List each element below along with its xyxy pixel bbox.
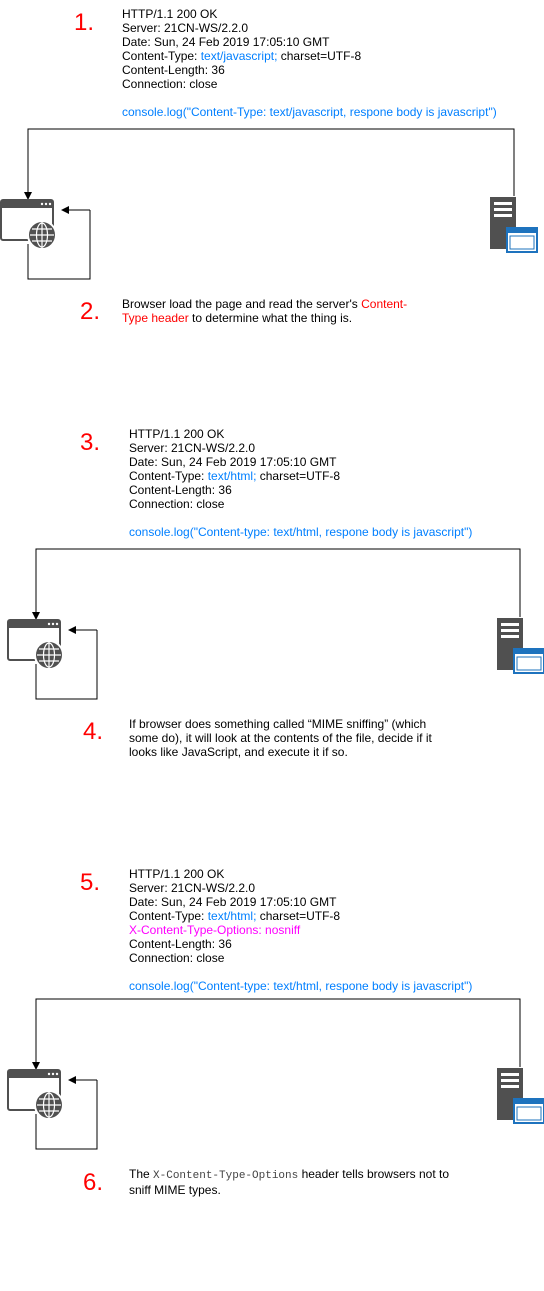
browser-self-loop-arrow xyxy=(35,630,98,700)
server-header: Server: 21CN-WS/2.2.0 xyxy=(129,441,256,455)
content-type-header: Content-Type: text/html; charset=UTF-8 xyxy=(129,909,341,923)
server-to-browser-arrow xyxy=(32,548,521,620)
server-to-browser-arrow xyxy=(32,998,521,1070)
server-window-icon xyxy=(513,1098,544,1124)
content-length-header: Content-Length: 36 xyxy=(129,937,232,951)
step-number-2: 2. xyxy=(80,298,101,325)
connection-header: Connection: close xyxy=(129,497,225,511)
browser-globe-icon xyxy=(7,619,64,670)
content-type-value: text/javascript; xyxy=(200,49,278,63)
step-number-4: 4. xyxy=(83,718,104,745)
server-window-icon xyxy=(513,648,544,674)
content-type-header: Content-Type: text/html; charset=UTF-8 xyxy=(129,469,341,483)
x-content-type-options-code: X-Content-Type-Options xyxy=(153,1170,299,1182)
status-line: HTTP/1.1 200 OK xyxy=(122,7,218,21)
browser-globe-icon xyxy=(7,1069,64,1120)
http-response-5: HTTP/1.1 200 OK Server: 21CN-WS/2.2.0 Da… xyxy=(129,867,472,993)
browser-globe-icon xyxy=(0,199,57,250)
content-length-header: Content-Length: 36 xyxy=(122,63,225,77)
connection-header: Connection: close xyxy=(129,951,225,965)
nosniff-header: X-Content-Type-Options: nosniff xyxy=(129,923,301,937)
status-line: HTTP/1.1 200 OK xyxy=(129,867,225,881)
content-type-header-highlight: Content-Type header xyxy=(122,297,408,325)
server-window-icon xyxy=(506,227,538,253)
step-6-description: The X-Content-Type-Options header tells … xyxy=(129,1167,449,1197)
date-header: Date: Sun, 24 Feb 2019 17:05:10 GMT xyxy=(129,895,337,909)
browser-self-loop-arrow xyxy=(35,1080,98,1150)
http-response-1: HTTP/1.1 200 OK Server: 21CN-WS/2.2.0 Da… xyxy=(122,7,497,119)
server-header: Server: 21CN-WS/2.2.0 xyxy=(122,21,249,35)
step-2-description: Browser load the page and read the serve… xyxy=(122,297,408,325)
step-number-3: 3. xyxy=(80,429,101,456)
http-response-3: HTTP/1.1 200 OK Server: 21CN-WS/2.2.0 Da… xyxy=(129,427,472,539)
step-number-6: 6. xyxy=(83,1169,104,1196)
server-to-browser-arrow xyxy=(24,128,515,200)
response-body: console.log("Content-type: text/html, re… xyxy=(129,525,473,539)
step-number-1: 1. xyxy=(74,9,95,36)
server-header: Server: 21CN-WS/2.2.0 xyxy=(129,881,256,895)
step-4-description: If browser does something called “MIME s… xyxy=(129,717,432,759)
browser-self-loop-arrow xyxy=(27,210,91,280)
date-header: Date: Sun, 24 Feb 2019 17:05:10 GMT xyxy=(129,455,337,469)
content-length-header: Content-Length: 36 xyxy=(129,483,232,497)
date-header: Date: Sun, 24 Feb 2019 17:05:10 GMT xyxy=(122,35,330,49)
connection-header: Connection: close xyxy=(122,77,218,91)
content-type-value: text/html; xyxy=(207,909,257,923)
content-type-value: text/html; xyxy=(207,469,257,483)
server-icon xyxy=(497,618,544,674)
server-icon xyxy=(490,197,538,253)
step-number-5: 5. xyxy=(80,869,101,896)
server-icon xyxy=(497,1068,544,1124)
content-type-header: Content-Type: text/javascript; charset=U… xyxy=(122,49,362,63)
status-line: HTTP/1.1 200 OK xyxy=(129,427,225,441)
response-body: console.log("Content-Type: text/javascri… xyxy=(122,105,497,119)
response-body: console.log("Content-type: text/html, re… xyxy=(129,979,473,993)
